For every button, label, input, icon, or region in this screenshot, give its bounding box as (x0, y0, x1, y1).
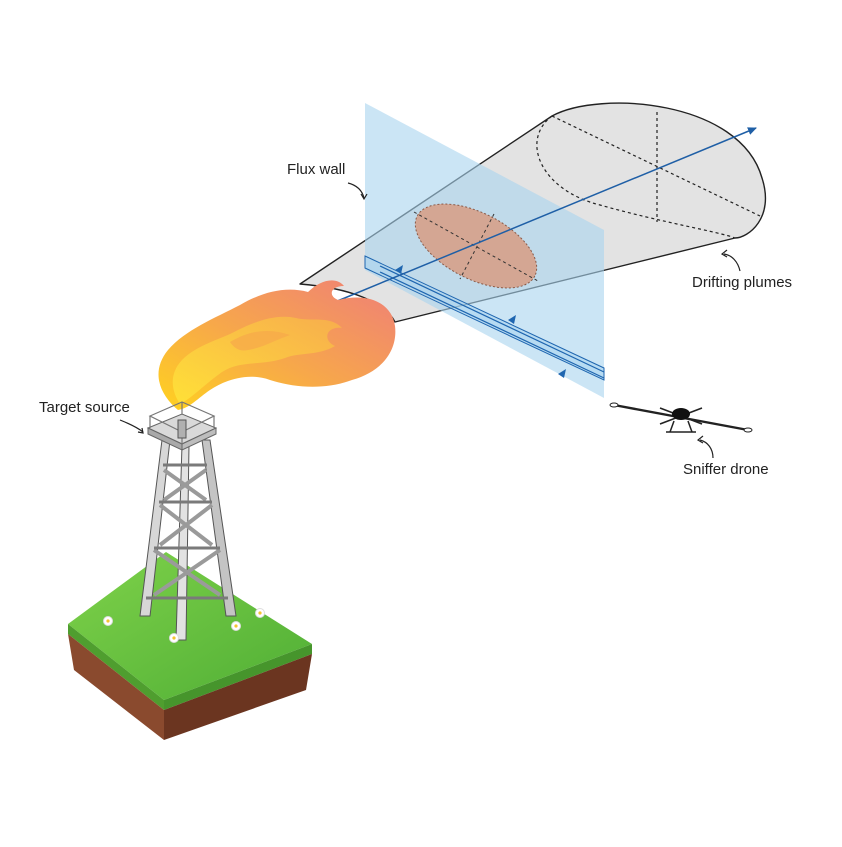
flux-wall-label: Flux wall (287, 161, 346, 178)
ground-block (68, 552, 312, 740)
wind-direction-arrow (334, 127, 757, 303)
plumes-callout (723, 253, 741, 272)
plume-cross-section (413, 203, 539, 289)
drifting-plumes-label: Drifting plumes (692, 274, 793, 291)
oil-derrick-icon (139, 401, 237, 641)
drone-icon (609, 402, 753, 433)
source-callout (119, 419, 144, 433)
drone-callout (699, 439, 714, 459)
target-source-label: Target source (39, 399, 130, 416)
flux-wall-callout (347, 182, 365, 199)
flare-flame-icon (158, 280, 396, 410)
callout-arrows (119, 182, 741, 459)
flower-icon (103, 608, 265, 643)
sniffer-drone-label: Sniffer drone (683, 461, 769, 478)
flight-path (364, 255, 605, 381)
